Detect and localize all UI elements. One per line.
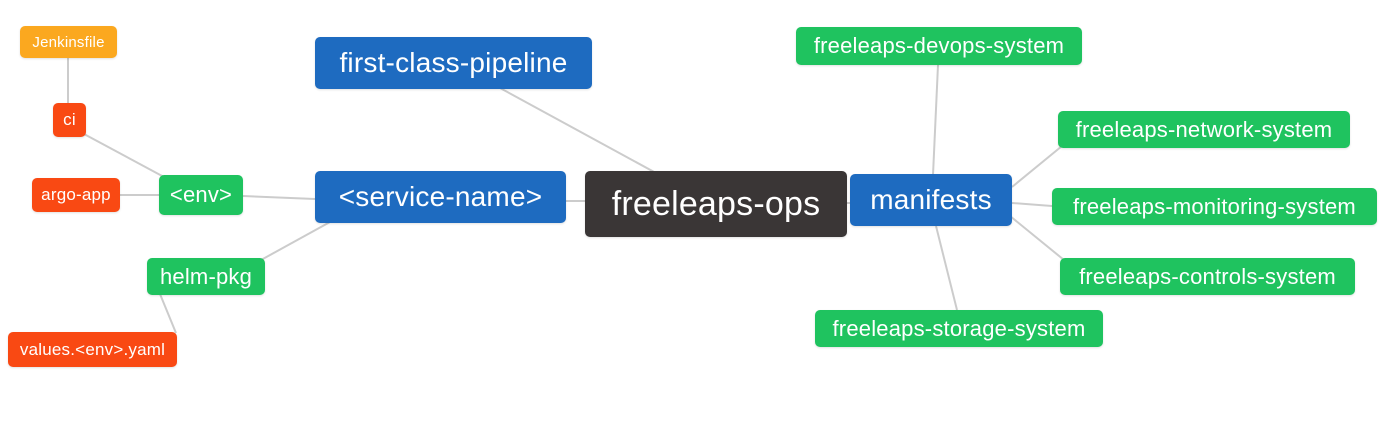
node-freeleaps-network-system[interactable]: freeleaps-network-system bbox=[1058, 111, 1350, 148]
node-freeleaps-controls-system[interactable]: freeleaps-controls-system bbox=[1060, 258, 1355, 295]
node-helm-pkg[interactable]: helm-pkg bbox=[147, 258, 265, 295]
node-argo-app[interactable]: argo-app bbox=[32, 178, 120, 212]
node-manifests[interactable]: manifests bbox=[850, 174, 1012, 226]
edge-manifests-freeleaps-storage-system bbox=[935, 225, 958, 311]
node-ci[interactable]: ci bbox=[53, 103, 86, 137]
node-first-class-pipeline[interactable]: first-class-pipeline bbox=[315, 37, 592, 89]
edge-manifests-freeleaps-monitoring-system bbox=[1011, 202, 1053, 207]
edge-ci-env bbox=[83, 133, 165, 178]
node-service-name[interactable]: <service-name> bbox=[315, 171, 566, 223]
node-freeleaps-ops[interactable]: freeleaps-ops bbox=[585, 171, 847, 237]
node-env[interactable]: <env> bbox=[159, 175, 243, 215]
edge-manifests-freeleaps-controls-system bbox=[1009, 215, 1065, 261]
edge-first-class-pipeline-freeleaps-ops bbox=[499, 87, 657, 174]
edge-helm-pkg-values-env-yaml bbox=[159, 293, 177, 334]
node-freeleaps-storage-system[interactable]: freeleaps-storage-system bbox=[815, 310, 1103, 347]
edge-manifests-freeleaps-devops-system bbox=[932, 64, 939, 176]
edge-manifests-freeleaps-network-system bbox=[1011, 145, 1063, 188]
node-freeleaps-monitoring-system[interactable]: freeleaps-monitoring-system bbox=[1052, 188, 1377, 225]
node-freeleaps-devops-system[interactable]: freeleaps-devops-system bbox=[796, 27, 1082, 65]
node-jenkinsfile[interactable]: Jenkinsfile bbox=[20, 26, 117, 58]
node-values-env-yaml[interactable]: values.<env>.yaml bbox=[8, 332, 177, 367]
edge-service-name-helm-pkg bbox=[260, 221, 331, 261]
edge-env-service-name bbox=[242, 195, 316, 200]
